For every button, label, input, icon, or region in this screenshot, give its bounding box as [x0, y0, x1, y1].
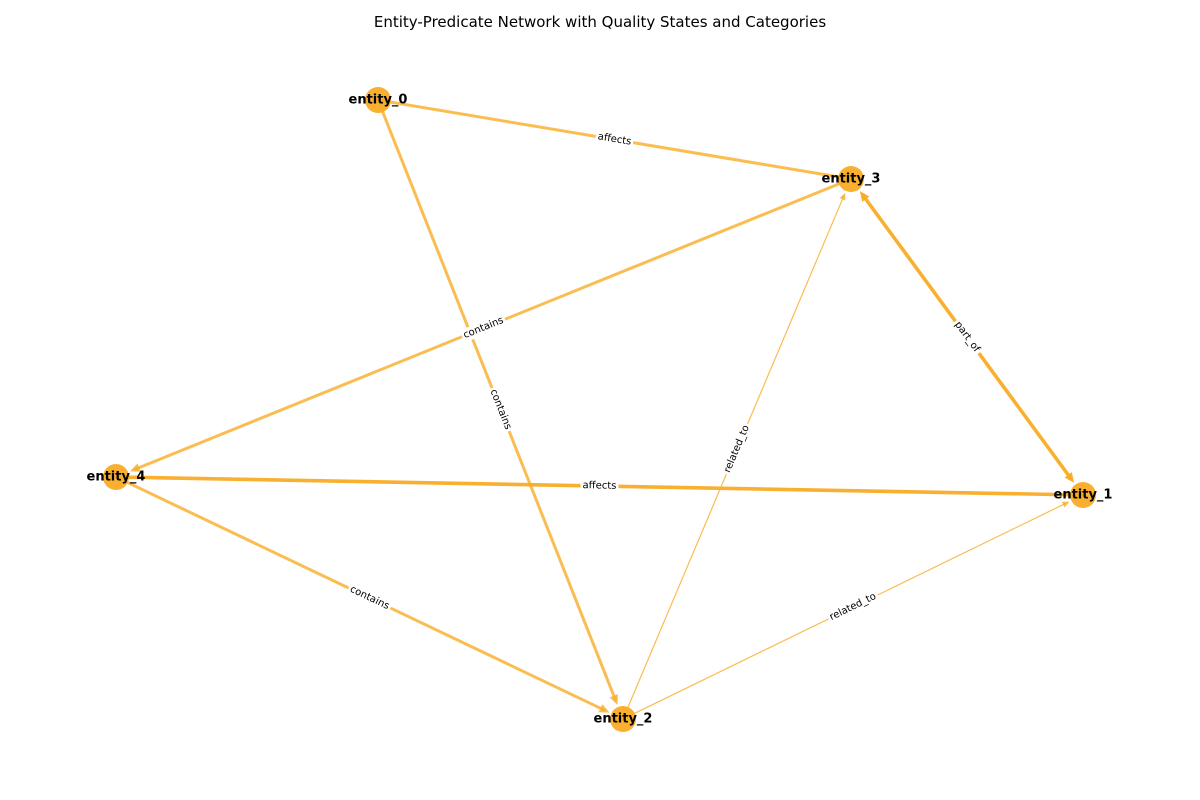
node-entity_1: [1070, 482, 1096, 508]
edge-arrowhead: [598, 704, 610, 713]
node-entity_3: [838, 166, 864, 192]
edge-label: contains: [485, 385, 516, 434]
edge-label: related_to: [825, 589, 881, 625]
node-label: entity_2: [594, 712, 653, 727]
edge-label-background: [485, 385, 516, 434]
edges-layer: [114, 98, 1085, 720]
edge-label-background: [345, 582, 394, 614]
edge-arrowhead: [609, 694, 618, 706]
edge-label: affects: [580, 479, 619, 493]
edge-arrowhead: [1064, 472, 1075, 483]
edge-label: part_of: [950, 317, 985, 358]
edge-label: contains: [345, 582, 394, 614]
edge-arrowhead: [859, 191, 870, 202]
node-entity_2: [610, 706, 636, 732]
edge-label-background: [720, 421, 754, 477]
node-entity_0: [365, 87, 391, 113]
node-label: entity_4: [87, 470, 146, 485]
edge-arrowhead: [839, 192, 846, 201]
edge-label-text: related_to: [828, 591, 878, 623]
edge-label-text: part_of: [952, 320, 982, 355]
edge-label-text: related_to: [722, 424, 752, 475]
edge-label-background: [580, 479, 619, 493]
node-labels-layer: entity_0 entity_1 entity_2 entity_3 entity_4: [87, 93, 1113, 727]
edge-label-background: [459, 313, 508, 343]
edge-arrowhead: [129, 463, 141, 472]
node-label: entity_1: [1054, 488, 1113, 503]
edge-label: contains: [459, 313, 508, 343]
edge-label: affects: [594, 129, 635, 150]
node-entity_4: [103, 464, 129, 490]
edge-label-background: [825, 589, 881, 625]
edge-label-text: affects: [582, 480, 616, 492]
edge-label: related_to: [720, 421, 754, 477]
node-label: entity_0: [349, 93, 408, 108]
nodes-layer: [103, 87, 1096, 732]
edge-label-background: [594, 129, 635, 150]
diagram-title: Entity-Predicate Network with Quality St…: [374, 13, 826, 31]
edge-arrowhead: [1061, 501, 1070, 508]
edge-label-text: affects: [597, 131, 632, 147]
node-label: entity_3: [822, 172, 881, 187]
edge-label-background: [950, 317, 985, 358]
